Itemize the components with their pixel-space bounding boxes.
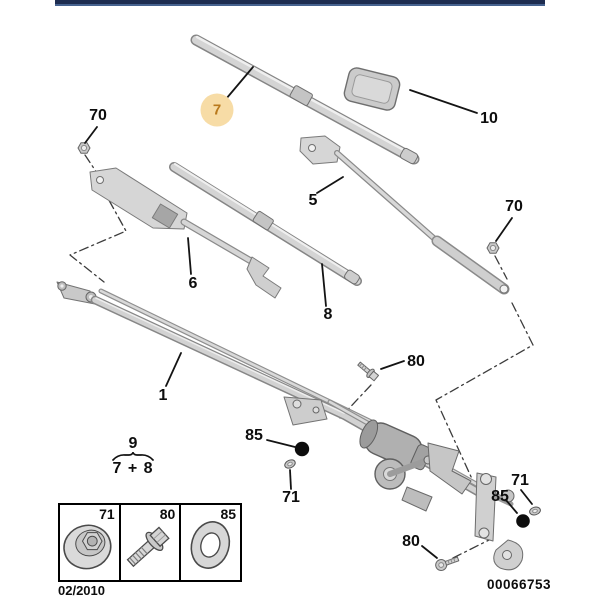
leader-71-bottom-right [520, 489, 533, 505]
date-code: 02/2010 [58, 583, 105, 598]
leader-8 [321, 263, 327, 307]
bolt-80-bottom [435, 556, 460, 572]
grommet-85-bottom-right [516, 514, 530, 528]
grommet-85-mid [294, 441, 310, 457]
nut-70-right [486, 242, 500, 254]
alignment-line-bolt-80-bottom [452, 539, 490, 559]
wiper-blade-7 [190, 34, 420, 165]
leader-70-left [84, 126, 98, 144]
alignment-line-left [69, 183, 127, 283]
leader-7 [225, 66, 254, 100]
washer-icon [190, 521, 231, 569]
fasteners-legend: 71 80 85 [58, 503, 242, 582]
leader-6 [187, 237, 192, 275]
legend-part-number-80: 80 [159, 506, 176, 522]
legend-part-number-85: 85 [220, 506, 237, 522]
legend-cell-85: 85 [181, 505, 240, 580]
wiper-arm-5 [299, 135, 510, 295]
legend-part-number-71: 71 [99, 506, 115, 522]
alignment-lines [69, 154, 534, 559]
leader-5 [316, 176, 344, 194]
cover-cap-10 [343, 67, 401, 111]
group-note: 9 7 + 8 [103, 435, 163, 477]
wiper-arm-6 [89, 167, 282, 299]
group-note-numerator: 9 [128, 435, 138, 452]
bolt-80-top [357, 361, 380, 382]
brace-icon [112, 452, 154, 461]
leader-80-top [380, 360, 405, 370]
wiper-blade-8 [169, 162, 362, 286]
leader-1 [165, 352, 182, 387]
alignment-line-nut-70-left [84, 154, 98, 174]
leader-70-right [495, 217, 513, 242]
right-pivot-assembly [474, 472, 524, 571]
leader-85-bottom-right [505, 499, 518, 514]
leader-71-mid [289, 469, 292, 490]
alignment-line-nut-70-right [494, 255, 508, 280]
nut-70-left [77, 142, 91, 154]
legend-cell-71: 71 [60, 505, 121, 580]
alignment-line-right [435, 302, 534, 504]
nut-71-bottom-right [529, 506, 541, 516]
leader-80-bottom [421, 545, 438, 559]
nut-71-mid [284, 459, 296, 469]
header-bar [55, 0, 545, 6]
flanged-nut-icon [63, 524, 112, 570]
wiper-motor [359, 419, 472, 512]
hex-bolt-icon [126, 526, 170, 568]
legend-cell-80: 80 [121, 505, 182, 580]
leader-85-mid [266, 439, 296, 448]
group-note-denominator: 7 + 8 [112, 460, 154, 477]
leader-10 [409, 89, 478, 114]
drawing-ref-number: 00066753 [487, 577, 552, 592]
